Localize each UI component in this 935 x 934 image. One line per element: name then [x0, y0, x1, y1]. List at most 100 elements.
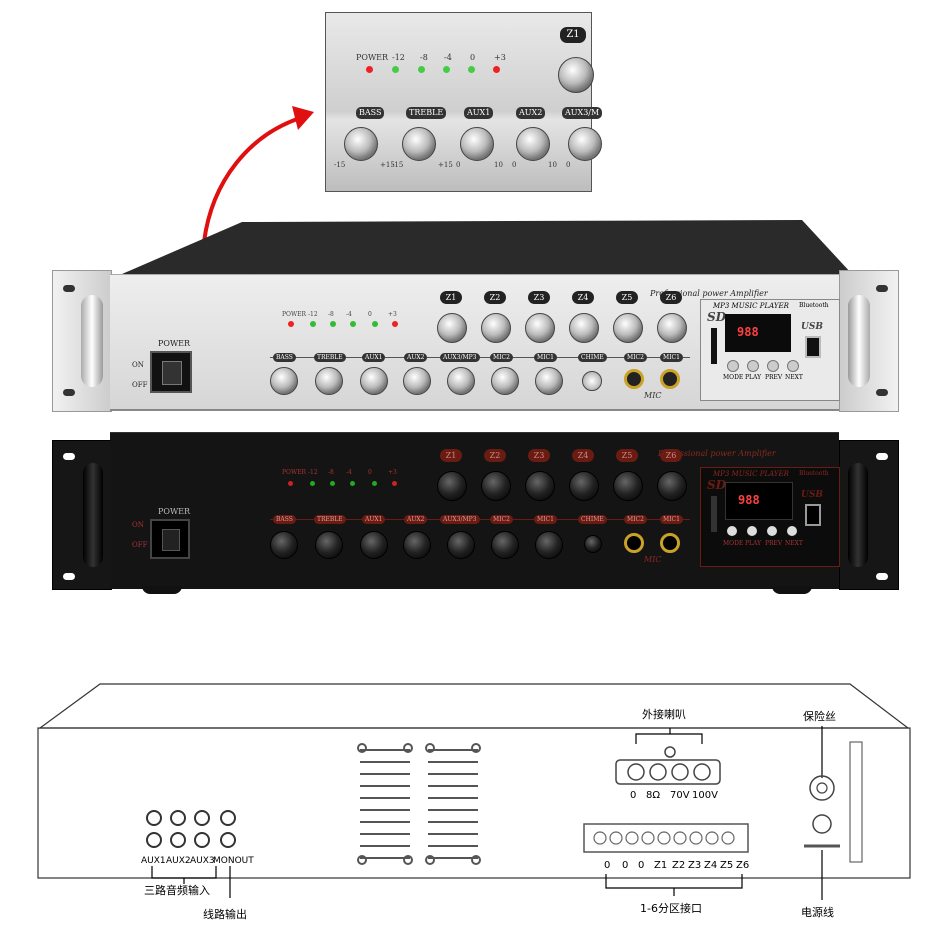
inset-aux2-knob[interactable] — [516, 127, 550, 161]
inset-led-label: 0 — [470, 53, 476, 62]
aux2-knob[interactable] — [403, 367, 431, 395]
zone-term: Z5 — [720, 860, 734, 871]
fuse-and-power-icon — [804, 726, 863, 900]
usb-port[interactable] — [805, 504, 821, 526]
led-label: -12 — [308, 311, 318, 318]
zone-knob[interactable] — [437, 313, 467, 343]
inset-aux1-knob[interactable] — [460, 127, 494, 161]
aux3-knob[interactable] — [447, 367, 475, 395]
zone-knob[interactable] — [569, 471, 599, 501]
foot — [772, 586, 812, 594]
inset-scale: 0 — [512, 161, 517, 169]
rca-jack-icon — [170, 810, 186, 826]
led-label: -4 — [346, 469, 352, 476]
black-off-label: OFF — [132, 541, 148, 549]
aux3-knob[interactable] — [447, 531, 475, 559]
rca-jack-icon — [146, 810, 162, 826]
treble-knob[interactable] — [315, 531, 343, 559]
zone-knob[interactable] — [613, 471, 643, 501]
aux1-knob[interactable] — [360, 367, 388, 395]
usb-label: USB — [801, 322, 823, 332]
inset-aux3-knob[interactable] — [568, 127, 602, 161]
tag-bass: BASS — [273, 515, 296, 524]
silver-led — [310, 321, 316, 327]
inputs-caption: 三路音频输入 — [144, 884, 210, 897]
next-button[interactable] — [787, 526, 797, 536]
display-value: 988 — [737, 325, 759, 339]
aux2-knob[interactable] — [403, 531, 431, 559]
mode-button[interactable] — [727, 360, 739, 372]
zone-label: Z2 — [484, 449, 506, 462]
mp3-display: 988 — [725, 314, 791, 352]
red-arrow-icon — [202, 106, 314, 243]
zone-knob[interactable] — [569, 313, 599, 343]
inset-bass-knob[interactable] — [344, 127, 378, 161]
mic1-jack[interactable] — [660, 369, 680, 389]
mic2-jack[interactable] — [624, 369, 644, 389]
mode-button[interactable] — [727, 526, 737, 536]
black-led-labels: POWER -12 -8 -4 0 +3 — [282, 469, 412, 477]
bluetooth-label: Bluetooth — [799, 302, 829, 309]
mic1-jack[interactable] — [660, 533, 680, 553]
mode-label: MODE — [723, 374, 744, 381]
zone-knob[interactable] — [613, 313, 643, 343]
play-button[interactable] — [747, 360, 759, 372]
inset-led-label: -4 — [444, 53, 452, 62]
black-led — [372, 481, 377, 486]
prev-button[interactable] — [767, 360, 779, 372]
fuse-title: 保险丝 — [803, 710, 836, 723]
zone-knob[interactable] — [657, 471, 687, 501]
inset-tag-aux1: AUX1 — [464, 107, 494, 119]
mic2-jack[interactable] — [624, 533, 644, 553]
zone-term: Z3 — [688, 860, 702, 871]
silver-power-switch[interactable] — [150, 351, 192, 393]
inset-z1-knob[interactable] — [558, 57, 594, 93]
zone-knob[interactable] — [525, 471, 555, 501]
zone-term: 0 — [638, 860, 645, 871]
silver-amplifier: Professional power Amplifier POWER ON OF… — [52, 218, 899, 430]
silver-led — [350, 321, 356, 327]
usb-port[interactable] — [805, 336, 821, 358]
zone-knob[interactable] — [437, 471, 467, 501]
bass-knob[interactable] — [270, 531, 298, 559]
zone-knob[interactable] — [525, 313, 555, 343]
bass-knob[interactable] — [270, 367, 298, 395]
mic1-knob[interactable] — [535, 367, 563, 395]
inset-scale: +15 — [438, 161, 453, 169]
play-button[interactable] — [747, 526, 757, 536]
inset-led — [443, 66, 450, 73]
silver-lid — [122, 220, 852, 274]
sd-card-slot[interactable] — [711, 328, 717, 364]
zone-bracket — [605, 874, 743, 896]
rca-jack-icon — [194, 810, 210, 826]
chime-knob[interactable] — [582, 371, 602, 391]
black-power-switch[interactable] — [150, 519, 190, 559]
inset-z1-label: Z1 — [560, 27, 586, 43]
mic1-knob[interactable] — [535, 531, 563, 559]
chime-knob[interactable] — [584, 535, 602, 553]
inset-treble-knob[interactable] — [402, 127, 436, 161]
next-label: NEXT — [785, 374, 803, 381]
zone-label: Z4 — [572, 449, 594, 462]
rca-jack-icon — [170, 832, 186, 848]
mic2-knob[interactable] — [491, 367, 519, 395]
inset-tag-bass: BASS — [356, 107, 385, 119]
aux1-knob[interactable] — [360, 531, 388, 559]
led-label: -8 — [328, 311, 334, 318]
next-button[interactable] — [787, 360, 799, 372]
inset-scale: 0 — [456, 161, 461, 169]
next-label: NEXT — [785, 540, 803, 547]
tag-rule — [270, 519, 690, 520]
display-value: 988 — [738, 493, 760, 507]
inset-led-label: +3 — [494, 53, 506, 62]
sd-card-slot[interactable] — [711, 496, 717, 532]
prev-label: PREV — [765, 540, 783, 547]
mic2-knob[interactable] — [491, 531, 519, 559]
zone-knob[interactable] — [657, 313, 687, 343]
rear-panel-outline — [37, 683, 911, 879]
prev-button[interactable] — [767, 526, 777, 536]
zone-knob[interactable] — [481, 313, 511, 343]
treble-knob[interactable] — [315, 367, 343, 395]
zone-knob[interactable] — [481, 471, 511, 501]
bluetooth-label: Bluetooth — [799, 470, 829, 477]
